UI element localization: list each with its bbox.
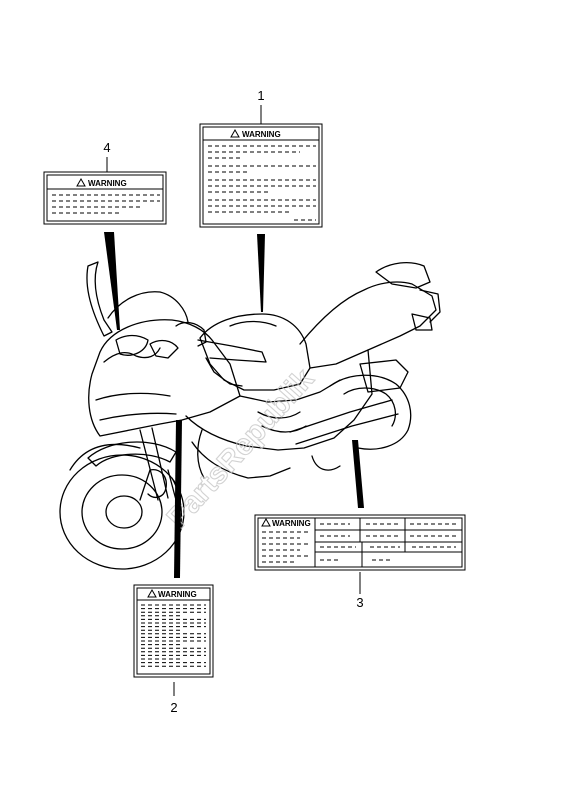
label-1: 1 WARNING: [199, 88, 323, 312]
label-1-heading: WARNING: [242, 130, 281, 139]
pointer-3: [352, 440, 364, 508]
warning-triangle-icon: [76, 177, 86, 187]
warning-label-1: [199, 123, 323, 228]
warning-label-3: [254, 514, 466, 571]
label-4: 4 WARNING: [43, 140, 167, 330]
pointer-2: [174, 420, 182, 578]
label-2: WARNING 2: [133, 420, 214, 715]
warning-triangle-icon: [261, 517, 271, 527]
warning-label-4: [43, 171, 167, 225]
callout-number-3: 3: [356, 595, 363, 610]
pointer-4: [104, 232, 120, 330]
callout-number-1: 1: [257, 88, 264, 103]
label-3: WARNING 3: [254, 440, 466, 610]
warning-triangle-icon: [230, 128, 240, 138]
label-3-heading: WARNING: [272, 519, 311, 528]
warning-label-2: [133, 584, 214, 678]
callout-number-4: 4: [103, 140, 110, 155]
label-2-heading: WARNING: [158, 590, 197, 599]
pointer-1: [257, 234, 265, 312]
label-4-heading: WARNING: [88, 179, 127, 188]
callout-number-2: 2: [170, 700, 177, 715]
warning-triangle-icon: [147, 588, 157, 598]
motorcycle-drawing: [59, 261, 441, 570]
